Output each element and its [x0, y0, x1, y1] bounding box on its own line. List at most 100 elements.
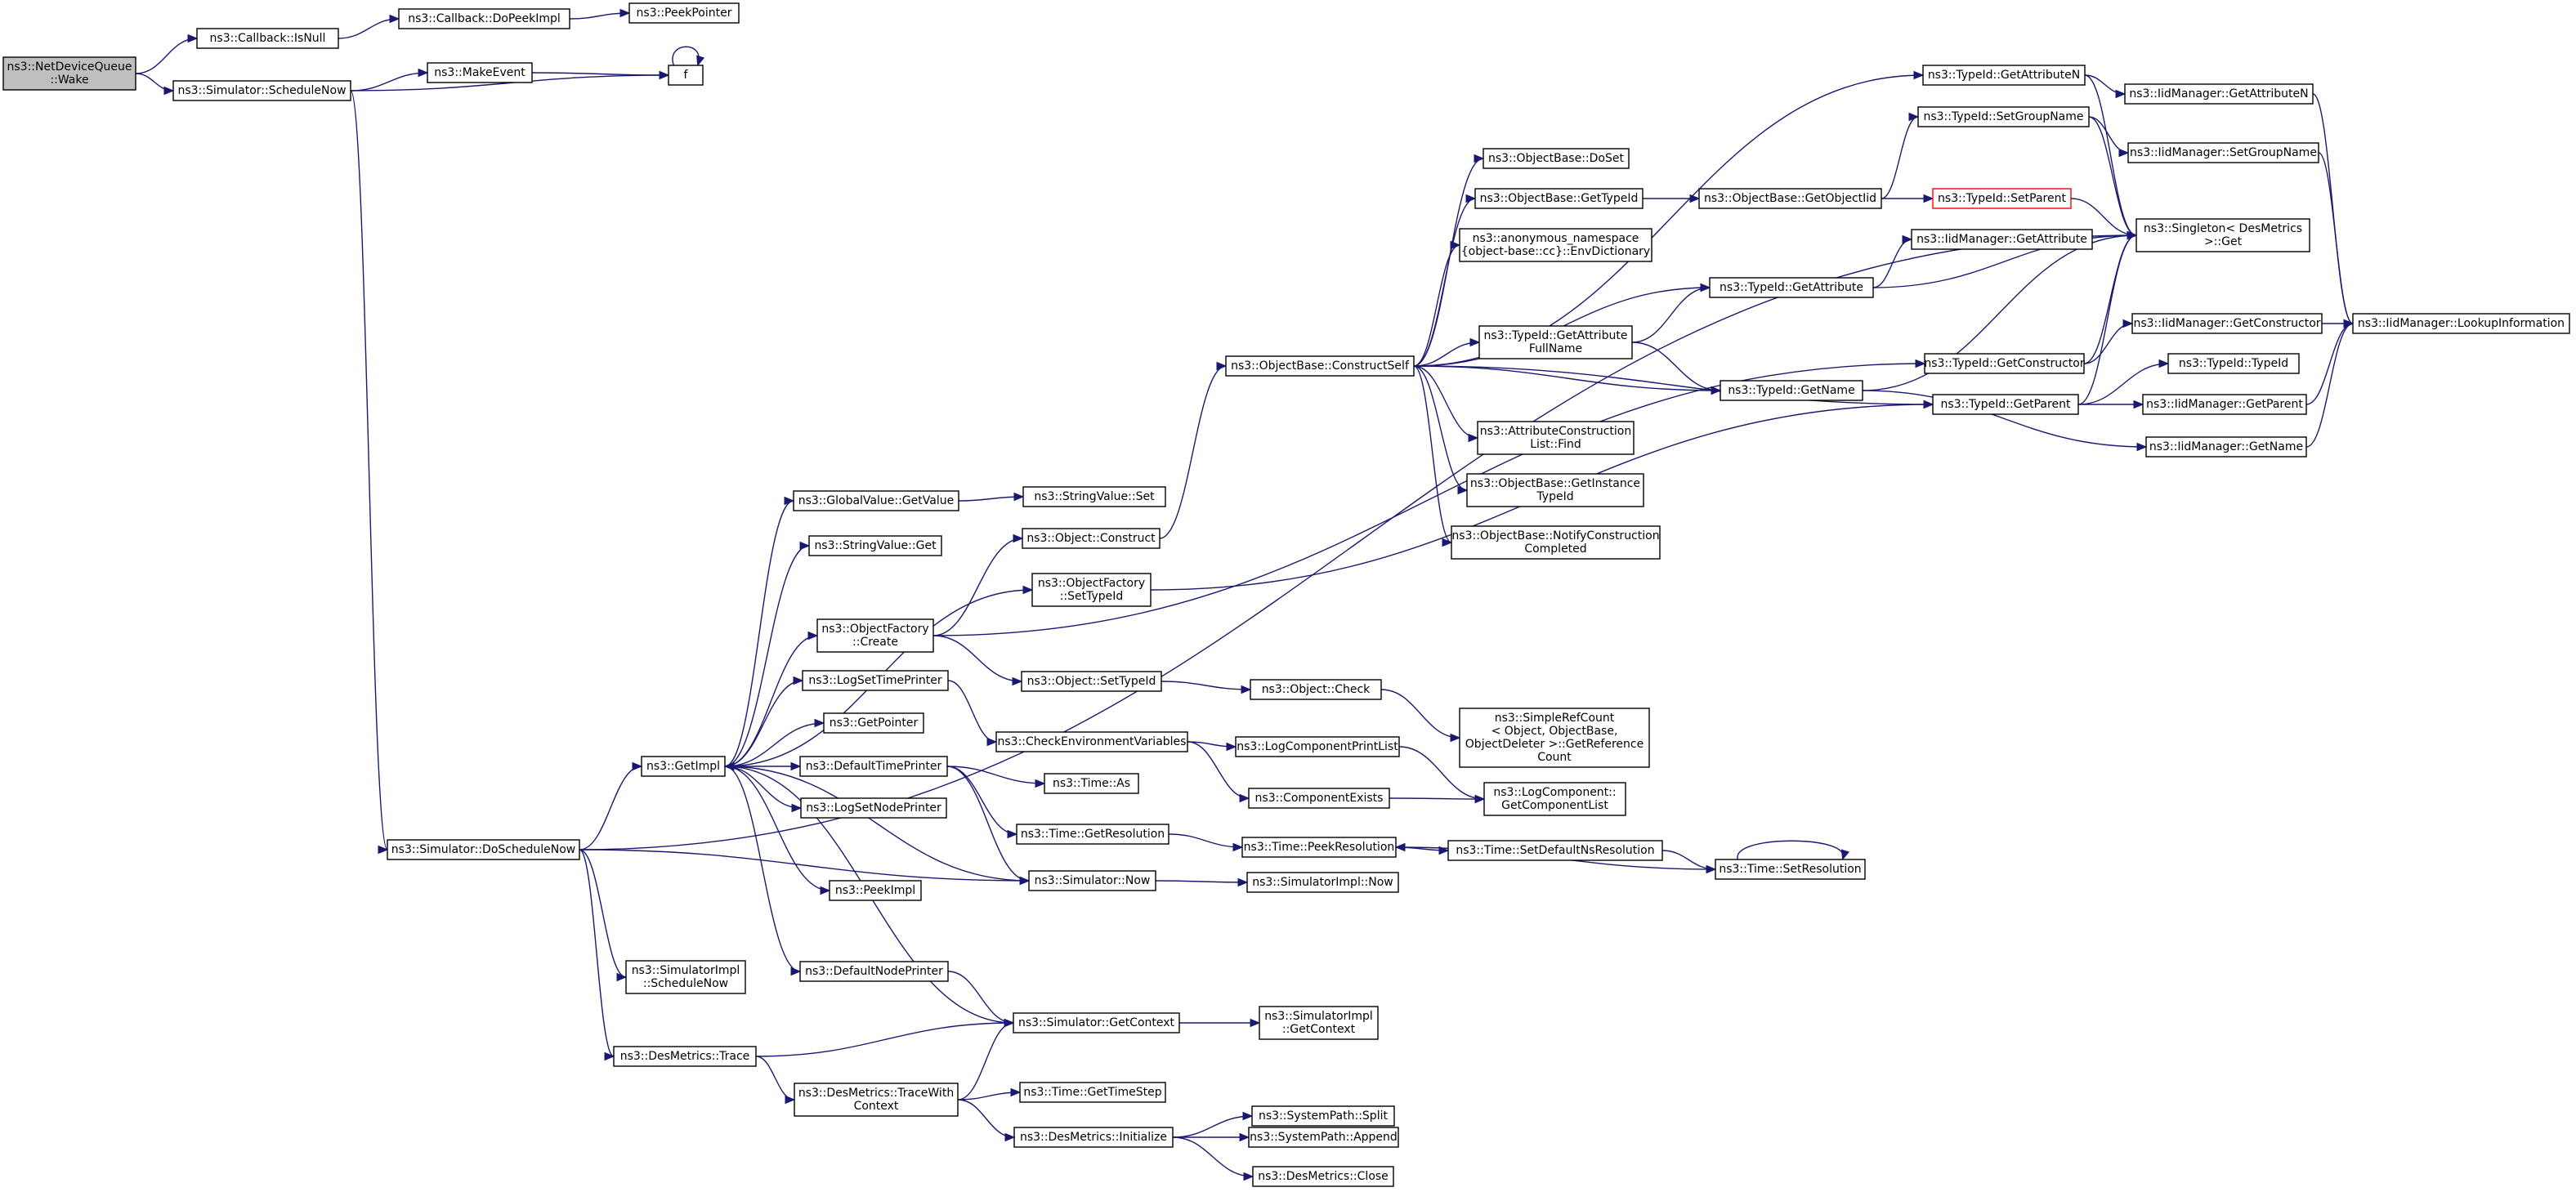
node-simplerefcount[interactable]: ns3::SimpleRefCount< Object, ObjectBase,…: [1459, 708, 1650, 768]
node-dm-trace[interactable]: ns3::DesMetrics::Trace: [613, 1046, 757, 1067]
node-time-gettimestep[interactable]: ns3::Time::GetTimeStep: [1019, 1082, 1166, 1103]
edge-arrowhead: [784, 496, 795, 506]
edge-arrowhead: [814, 718, 825, 728]
node-logsettimeprinter[interactable]: ns3::LogSetTimePrinter: [802, 670, 949, 691]
node-of-create[interactable]: ns3::ObjectFactory::Create: [816, 618, 934, 653]
node-sim-now[interactable]: ns3::Simulator::Now: [1028, 870, 1156, 891]
node-label: ns3::anonymous_namespace: [1473, 232, 1639, 245]
node-getctor[interactable]: ns3::TypeId::GetConstructor: [1924, 353, 2085, 374]
node-isnull[interactable]: ns3::Callback::IsNull: [196, 28, 339, 49]
node-label: ns3::Callback::DoPeekImpl: [408, 12, 561, 25]
node-lookup[interactable]: ns3::IidManager::LookupInformation: [2352, 313, 2570, 334]
node-getimpl[interactable]: ns3::GetImpl: [641, 756, 726, 777]
node-sp-split[interactable]: ns3::SystemPath::Split: [1251, 1105, 1395, 1127]
node-notifyctor[interactable]: ns3::ObjectBase::NotifyConstructionCompl…: [1451, 525, 1661, 560]
edge-line: [531, 72, 669, 76]
node-doschednow[interactable]: ns3::Simulator::DoScheduleNow: [387, 839, 580, 860]
node-peekimpl[interactable]: ns3::PeekImpl: [829, 880, 922, 901]
edge-arrowhead: [187, 33, 199, 43]
node-envdict[interactable]: ns3::anonymous_namespace{object-base::cc…: [1459, 228, 1652, 262]
node-iid-getparent[interactable]: ns3::IidManager::GetParent: [2142, 394, 2307, 415]
node-label: ns3::PeekPointer: [637, 7, 732, 20]
node-sp-append[interactable]: ns3::SystemPath::Append: [1248, 1127, 1399, 1148]
node-box: [1248, 788, 1390, 809]
node-box: [2167, 353, 2300, 374]
edge-dopeek-to-peekptr: [569, 8, 631, 20]
node-time-getres[interactable]: ns3::Time::GetResolution: [1016, 824, 1169, 845]
node-makeevent[interactable]: ns3::MakeEvent: [427, 62, 533, 83]
node-gv-getvalue[interactable]: ns3::GlobalValue::GetValue: [793, 490, 959, 511]
edge-makeevent-to-f: [531, 70, 670, 80]
node-iid-getname[interactable]: ns3::IidManager::GetName: [2145, 436, 2307, 458]
node-label: ns3::ObjectBase::GetTypeId: [1480, 192, 1639, 205]
node-setgroupname[interactable]: ns3::TypeId::SetGroupName: [1917, 106, 2090, 127]
node-obj-construct[interactable]: ns3::Object::Construct: [1022, 528, 1161, 549]
node-label: ns3::Simulator::Now: [1035, 874, 1151, 887]
node-getparent[interactable]: ns3::TypeId::GetParent: [1932, 394, 2079, 415]
node-time-setdefaultns[interactable]: ns3::Time::SetDefaultNsResolution: [1447, 840, 1663, 861]
node-f[interactable]: f: [668, 65, 704, 86]
edge-dm-initialize-to-sp-split: [1172, 1111, 1254, 1138]
node-singleton[interactable]: ns3::Singleton< DesMetrics>::Get: [2135, 218, 2310, 252]
node-iid-setgroupname[interactable]: ns3::IidManager::SetGroupName: [2127, 142, 2319, 163]
edge-obj-construct-to-constructself: [1159, 361, 1228, 539]
node-dm-initialize[interactable]: ns3::DesMetrics::Initialize: [1013, 1127, 1174, 1148]
node-simimpl-getcontext[interactable]: ns3::SimulatorImpl::GetContext: [1259, 1006, 1379, 1040]
node-sv-get[interactable]: ns3::StringValue::Get: [808, 535, 942, 556]
node-box: [625, 960, 746, 994]
node-getpointer[interactable]: ns3::GetPointer: [823, 712, 924, 734]
node-wake[interactable]: ns3::NetDeviceQueue::Wake: [2, 56, 136, 91]
node-dopeek[interactable]: ns3::Callback::DoPeekImpl: [398, 8, 570, 29]
node-box: [2135, 218, 2310, 252]
node-time-setres[interactable]: ns3::Time::SetResolution: [1715, 859, 1866, 880]
node-setparent[interactable]: ns3::TypeId::SetParent: [1932, 188, 2072, 209]
node-constructself[interactable]: ns3::ObjectBase::ConstructSelf: [1225, 355, 1415, 377]
node-getobjectiid[interactable]: ns3::ObjectBase::GetObjectIid: [1698, 188, 1882, 209]
node-label: ns3::DefaultTimePrinter: [806, 760, 942, 773]
node-label: ns3::SystemPath::Append: [1250, 1131, 1398, 1144]
edge-arrowhead: [1923, 400, 1934, 409]
edge-of-create-to-getctor: [932, 359, 1926, 636]
node-dm-close[interactable]: ns3::DesMetrics::Close: [1252, 1166, 1394, 1187]
edge-constructself-to-getattrn: [1413, 70, 1925, 367]
node-time-as[interactable]: ns3::Time::As: [1044, 773, 1139, 794]
node-simimpl-now[interactable]: ns3::SimulatorImpl::Now: [1246, 872, 1399, 893]
node-obj-settypeid[interactable]: ns3::Object::SetTypeId: [1021, 671, 1162, 692]
node-obj-check[interactable]: ns3::Object::Check: [1250, 679, 1382, 700]
node-getattrn[interactable]: ns3::TypeId::GetAttributeN: [1922, 65, 2086, 86]
node-ob-gettypeid[interactable]: ns3::ObjectBase::GetTypeId: [1474, 188, 1644, 209]
node-doset[interactable]: ns3::ObjectBase::DoSet: [1483, 148, 1630, 169]
node-sv-set[interactable]: ns3::StringValue::Set: [1022, 486, 1166, 507]
node-label: ns3::ObjectFactory: [821, 623, 928, 636]
node-getname[interactable]: ns3::TypeId::GetName: [1720, 380, 1863, 401]
node-logcompprintlist[interactable]: ns3::LogComponentPrintList: [1235, 736, 1400, 757]
node-getattr[interactable]: ns3::TypeId::GetAttribute: [1709, 277, 1874, 298]
edge-line: [724, 722, 825, 767]
node-box: [1251, 1105, 1395, 1127]
node-logcomp-getlist[interactable]: ns3::LogComponent::GetComponentList: [1483, 782, 1626, 816]
node-sim-getcontext[interactable]: ns3::Simulator::GetContext: [1013, 1012, 1180, 1034]
node-compexists[interactable]: ns3::ComponentExists: [1248, 788, 1390, 809]
node-typeid[interactable]: ns3::TypeId::TypeId: [2167, 353, 2300, 374]
node-checkenv[interactable]: ns3::CheckEnvironmentVariables: [995, 731, 1188, 752]
node-defaultnodeprinter[interactable]: ns3::DefaultNodePrinter: [799, 961, 949, 982]
node-iid-getattrn[interactable]: ns3::IidManager::GetAttributeN: [2124, 83, 2314, 105]
node-of-settypeid[interactable]: ns3::ObjectFactory::SetTypeId: [1031, 573, 1152, 607]
node-box: [1252, 1166, 1394, 1187]
node-defaulttimeprinter[interactable]: ns3::DefaultTimePrinter: [799, 756, 948, 777]
node-label: ns3::Time::As: [1053, 777, 1130, 790]
edge-time-setres-to-time-setres: [1737, 840, 1849, 861]
node-logsetnodeprinter[interactable]: ns3::LogSetNodePrinter: [800, 797, 947, 819]
node-schednow[interactable]: ns3::Simulator::ScheduleNow: [172, 80, 351, 101]
node-simimpl-schednow[interactable]: ns3::SimulatorImpl::ScheduleNow: [625, 960, 746, 994]
node-label: GetComponentList: [1501, 799, 1608, 812]
node-time-peekres[interactable]: ns3::Time::PeekResolution: [1241, 837, 1397, 858]
node-peekptr[interactable]: ns3::PeekPointer: [628, 2, 740, 24]
node-iid-getctor[interactable]: ns3::IidManager::GetConstructor: [2131, 313, 2323, 334]
node-box: [2352, 313, 2570, 334]
node-iid-getattr[interactable]: ns3::IidManager::GetAttribute: [1911, 229, 2093, 250]
